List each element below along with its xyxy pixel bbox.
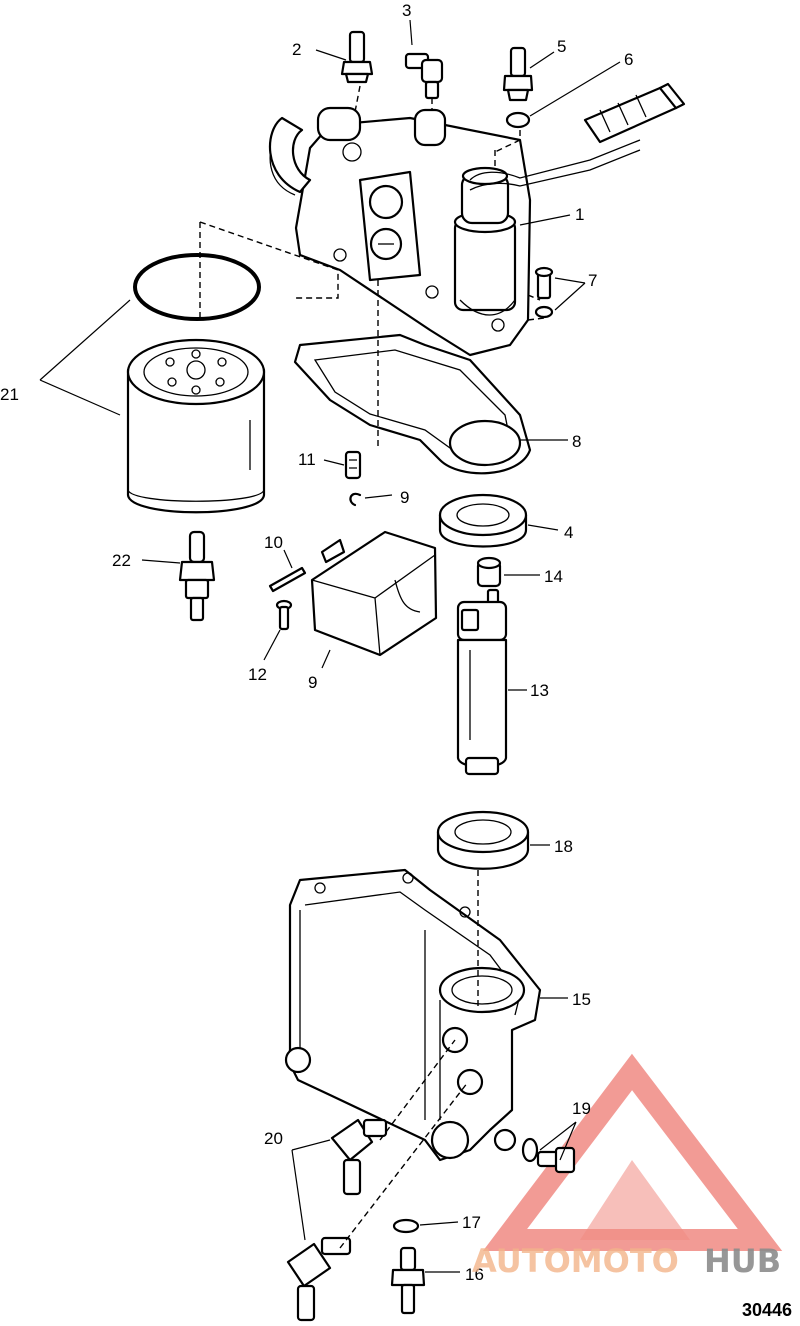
gasket-part-8	[293, 333, 532, 475]
seal-part-4	[438, 493, 528, 548]
fuel-filter-part-21	[126, 253, 266, 514]
callout-21: 21	[0, 385, 19, 404]
callout-11: 11	[298, 450, 316, 469]
bushing-part-14	[476, 556, 502, 588]
leader-lines	[39, 19, 621, 1273]
callout-8: 8	[572, 432, 581, 451]
callout-19: 19	[572, 1099, 591, 1118]
screw-part-12	[275, 599, 293, 631]
callout-15: 15	[572, 990, 591, 1009]
callout-12: 12	[248, 665, 267, 684]
o-ring-part-6	[505, 111, 531, 129]
o-ring-part-19	[521, 1137, 539, 1163]
callout-2: 2	[292, 40, 301, 59]
plug-part-19	[536, 1146, 576, 1174]
elbow-fitting-part-20-lower	[286, 1236, 352, 1322]
callout-4: 4	[564, 523, 573, 542]
pin-part-10	[268, 566, 307, 593]
clip-part-9-upper	[349, 492, 362, 507]
callout-18: 18	[554, 837, 573, 856]
callout-5: 5	[557, 37, 566, 56]
elbow-fitting-part-20-upper	[330, 1118, 388, 1196]
fitting-part-16	[390, 1246, 426, 1315]
callout-numbers: 1 2 3 4 5 6 7 8 9 9 10 11 12 13 14 15 16…	[0, 1, 633, 1284]
pump-cover-part-9	[310, 530, 438, 657]
figure-reference-number: 30446	[742, 1300, 792, 1320]
callout-10: 10	[264, 533, 283, 552]
wiring-connector	[583, 82, 686, 144]
assembly-lines	[199, 85, 545, 1249]
valve-part-11	[344, 450, 362, 480]
callout-7: 7	[588, 271, 597, 290]
callout-17: 17	[462, 1213, 481, 1232]
pump-body-part-15	[284, 868, 542, 1162]
callout-14: 14	[544, 567, 563, 586]
sensor-part-22	[178, 530, 216, 622]
callout-22: 22	[112, 551, 131, 570]
fuel-pump-housing-top	[268, 106, 641, 357]
callout-9-clip: 9	[400, 488, 409, 507]
screw-washer-part-7	[534, 266, 554, 319]
seal-part-18	[436, 810, 530, 870]
electric-pump-part-13	[456, 588, 508, 776]
callout-13: 13	[530, 681, 549, 700]
watermark-hub: HUB	[704, 1242, 781, 1280]
callout-6: 6	[624, 50, 633, 69]
callout-16: 16	[465, 1265, 484, 1284]
callout-1: 1	[575, 205, 584, 224]
callout-20: 20	[264, 1129, 283, 1148]
callout-3: 3	[402, 1, 411, 20]
callout-9-cover: 9	[308, 673, 317, 692]
fitting-part-5	[502, 46, 534, 102]
watermark-auto-moto: AUTOMOTO	[472, 1242, 679, 1280]
elbow-fitting-part-3	[404, 52, 444, 100]
o-ring-part-17	[392, 1218, 420, 1234]
watermark-text: AUTOMOTO HUB	[472, 1242, 781, 1280]
fitting-part-2	[340, 30, 374, 84]
